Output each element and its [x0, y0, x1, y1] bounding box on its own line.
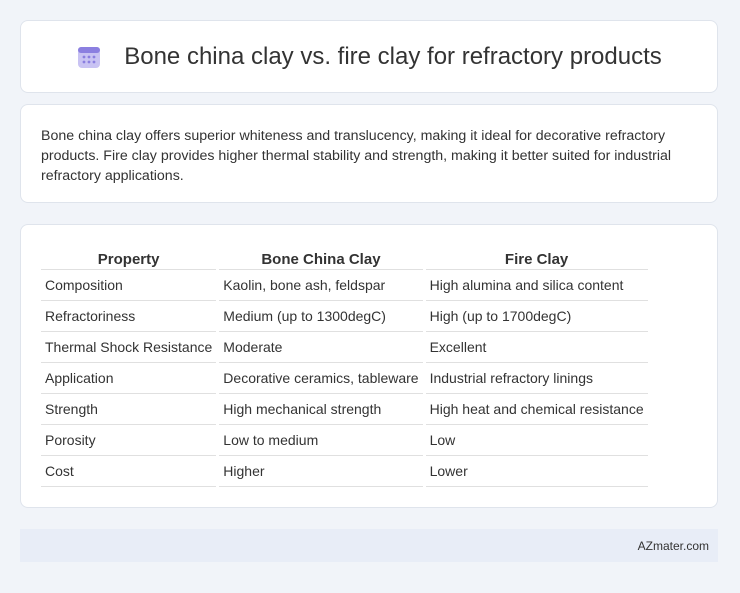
- table-row: Refractoriness Medium (up to 1300degC) H…: [41, 301, 648, 332]
- table-cell: Lower: [425, 456, 648, 487]
- column-header-fire-clay: Fire Clay: [425, 247, 648, 270]
- table-cell: Low: [425, 425, 648, 456]
- column-header-property: Property: [41, 247, 217, 270]
- table-cell: Composition: [41, 270, 217, 301]
- footer-brand: AZmater.com: [637, 538, 709, 553]
- calendar-icon: [76, 44, 102, 70]
- table-cell: Medium (up to 1300degC): [219, 301, 423, 332]
- summary-text: Bone china clay offers superior whitenes…: [41, 128, 672, 184]
- table-cell: Moderate: [219, 332, 423, 363]
- table-cell: Higher: [219, 456, 423, 487]
- table-cell: Application: [41, 363, 217, 394]
- comparison-table: Property Bone China Clay Fire Clay Compo…: [38, 247, 651, 487]
- table-row: Composition Kaolin, bone ash, feldspar H…: [41, 270, 648, 301]
- table-row: Porosity Low to medium Low: [41, 425, 648, 456]
- table-cell: Kaolin, bone ash, feldspar: [219, 270, 423, 301]
- table-cell: Low to medium: [219, 425, 423, 456]
- footer: AZmater.com: [20, 529, 718, 562]
- table-cell: Porosity: [41, 425, 217, 456]
- page-title: Bone china clay vs. fire clay for refrac…: [124, 42, 662, 70]
- table-cell: Industrial refractory linings: [425, 363, 648, 394]
- table-cell: High alumina and silica content: [425, 270, 648, 301]
- title-card: Bone china clay vs. fire clay for refrac…: [20, 20, 718, 93]
- table-cell: High (up to 1700degC): [425, 301, 648, 332]
- table-cell: Strength: [41, 394, 217, 425]
- column-header-bone-china-clay: Bone China Clay: [219, 247, 423, 270]
- table-cell: Refractoriness: [41, 301, 217, 332]
- table-cell: Thermal Shock Resistance: [41, 332, 217, 363]
- table-row: Cost Higher Lower: [41, 456, 648, 487]
- table-row: Thermal Shock Resistance Moderate Excell…: [41, 332, 648, 363]
- table-cell: High heat and chemical resistance: [425, 394, 648, 425]
- table-row: Application Decorative ceramics, tablewa…: [41, 363, 648, 394]
- table-row: Strength High mechanical strength High h…: [41, 394, 648, 425]
- table-cell: Excellent: [425, 332, 648, 363]
- summary-card: Bone china clay offers superior whitenes…: [20, 104, 718, 203]
- table-cell: High mechanical strength: [219, 394, 423, 425]
- table-cell: Decorative ceramics, tableware: [219, 363, 423, 394]
- comparison-table-card: Property Bone China Clay Fire Clay Compo…: [20, 224, 718, 508]
- table-cell: Cost: [41, 456, 217, 487]
- table-header-row: Property Bone China Clay Fire Clay: [41, 247, 648, 270]
